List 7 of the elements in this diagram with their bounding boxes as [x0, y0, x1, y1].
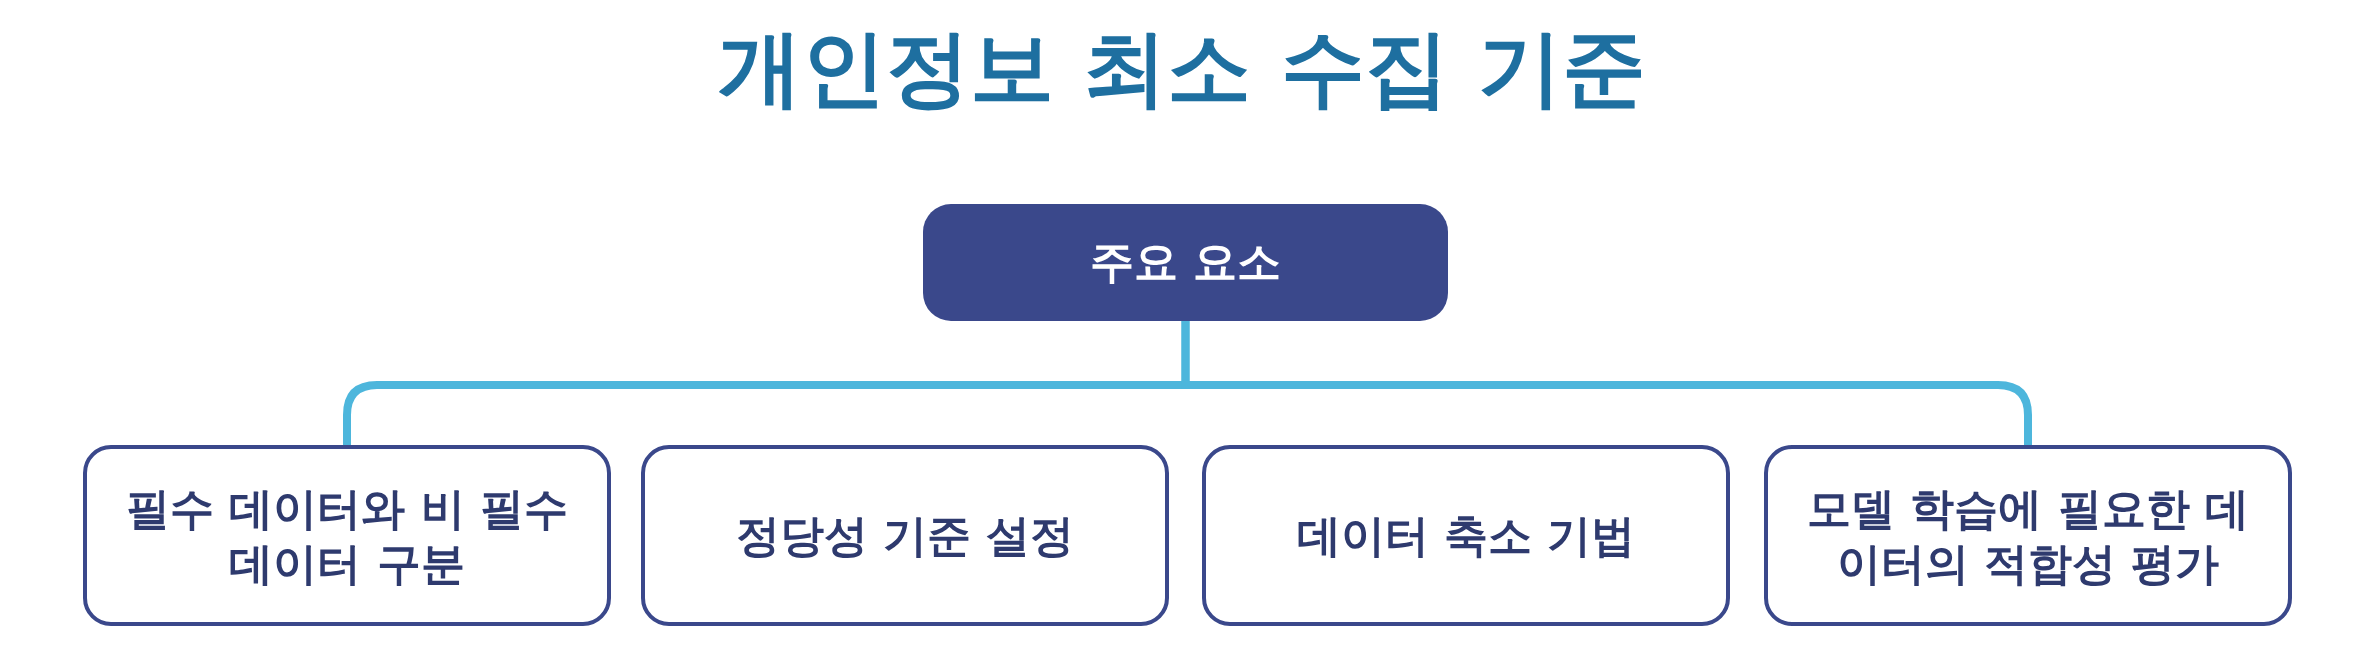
- category-box: 주요 요소: [923, 204, 1448, 321]
- item-box: 정당성 기준 설정: [641, 445, 1169, 626]
- item-box: 모델 학습에 필요한 데이터의 적합성 평가: [1764, 445, 2292, 626]
- item-box: 데이터 축소 기법: [1202, 445, 1730, 626]
- item-box: 필수 데이터와 비 필수 데이터 구분: [83, 445, 611, 626]
- connector-line: [1181, 321, 2032, 445]
- title: 개인정보 최소 수집 기준: [717, 22, 1647, 115]
